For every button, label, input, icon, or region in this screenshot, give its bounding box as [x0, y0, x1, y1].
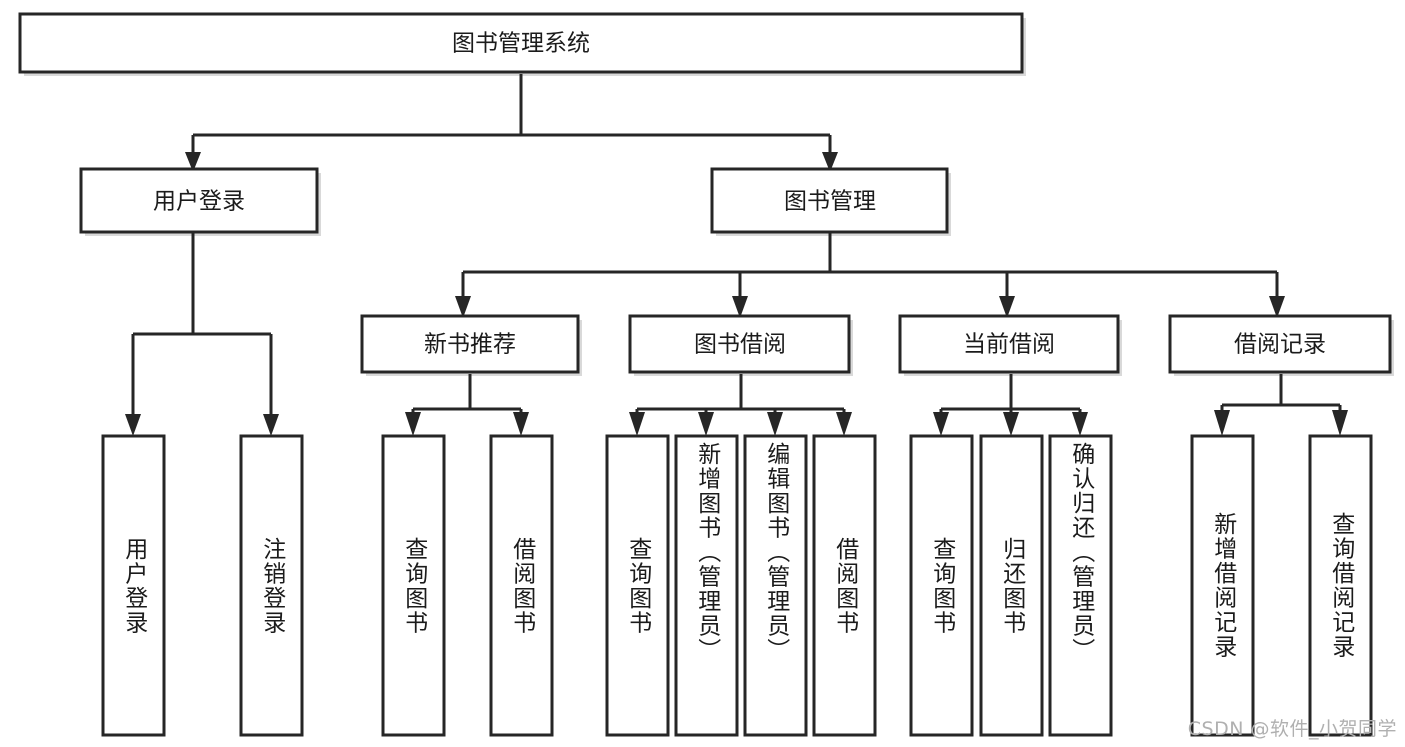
- arrowhead-leaf-borrow-book-1: [513, 412, 529, 436]
- node-user-login[interactable]: [79, 167, 319, 234]
- node-leaf-query-record[interactable]: [1308, 434, 1373, 737]
- connector-group-user-login: [125, 232, 279, 436]
- arrowhead-book-mgmt: [822, 152, 838, 172]
- connector-group-root: [185, 74, 838, 172]
- arrowhead-leaf-query-book-1: [405, 412, 421, 436]
- connector-group-borrow-record: [1214, 374, 1348, 436]
- node-leaf-add-book[interactable]: [674, 434, 739, 737]
- node-leaf-query-book-1[interactable]: [381, 434, 446, 737]
- arrowhead-leaf-user-logout: [263, 414, 279, 436]
- arrowhead-leaf-return-book: [1003, 412, 1019, 436]
- node-leaf-user-logout[interactable]: [239, 434, 304, 737]
- connector-group-book-borrow: [629, 374, 852, 436]
- arrowhead-book-borrow: [732, 296, 748, 318]
- node-leaf-borrow-book-1[interactable]: [489, 434, 554, 737]
- node-current-borrow[interactable]: [898, 314, 1120, 374]
- arrowhead-leaf-edit-book: [767, 412, 783, 436]
- node-boxes: [18, 12, 1392, 737]
- node-leaf-edit-book[interactable]: [743, 434, 808, 737]
- node-labels-horizontal: 图书管理系统 用户登录 图书管理 新书推荐 图书借阅 当前借阅 借阅记录: [153, 31, 1326, 358]
- label-book-borrow: 图书借阅: [694, 332, 786, 358]
- arrowhead-leaf-add-record: [1214, 410, 1230, 436]
- arrowhead-leaf-add-book: [698, 412, 714, 436]
- node-leaf-query-book-2[interactable]: [605, 434, 670, 737]
- csdn-watermark: CSDN @软件_小贺同学: [1187, 718, 1397, 740]
- arrowhead-leaf-query-book-2: [629, 412, 645, 436]
- label-root: 图书管理系统: [452, 31, 590, 57]
- node-borrow-record[interactable]: [1168, 314, 1392, 374]
- node-leaf-confirm-return[interactable]: [1048, 434, 1113, 737]
- label-borrow-record: 借阅记录: [1234, 332, 1326, 358]
- label-current-borrow: 当前借阅: [963, 332, 1055, 358]
- label-user-login: 用户登录: [153, 189, 245, 215]
- node-book-mgmt[interactable]: [710, 167, 949, 234]
- label-new-book-rec: 新书推荐: [424, 332, 516, 358]
- connector-group-book-mgmt: [455, 232, 1285, 318]
- node-book-borrow[interactable]: [628, 314, 851, 374]
- node-leaf-borrow-book-2[interactable]: [812, 434, 877, 737]
- node-new-book-rec[interactable]: [360, 314, 580, 374]
- node-leaf-user-login[interactable]: [101, 434, 166, 737]
- node-leaf-return-book[interactable]: [979, 434, 1044, 737]
- connector-group-new-book-rec: [405, 374, 529, 436]
- node-leaf-add-record[interactable]: [1190, 434, 1255, 737]
- arrowhead-leaf-borrow-book-2: [836, 412, 852, 436]
- node-leaf-query-book-3[interactable]: [909, 434, 974, 737]
- arrowhead-current-borrow: [999, 296, 1015, 318]
- arrowhead-user-login: [185, 152, 201, 172]
- arrowhead-leaf-user-login: [125, 414, 141, 436]
- node-root[interactable]: [18, 12, 1024, 74]
- arrowhead-borrow-record: [1269, 296, 1285, 318]
- arrowhead-leaf-query-record: [1332, 410, 1348, 436]
- arrowhead-leaf-confirm-return: [1072, 412, 1088, 436]
- label-book-mgmt: 图书管理: [784, 189, 876, 215]
- connector-group-current-borrow: [933, 374, 1088, 436]
- arrowhead-leaf-query-book-3: [933, 412, 949, 436]
- arrowhead-new-book-rec: [455, 296, 471, 318]
